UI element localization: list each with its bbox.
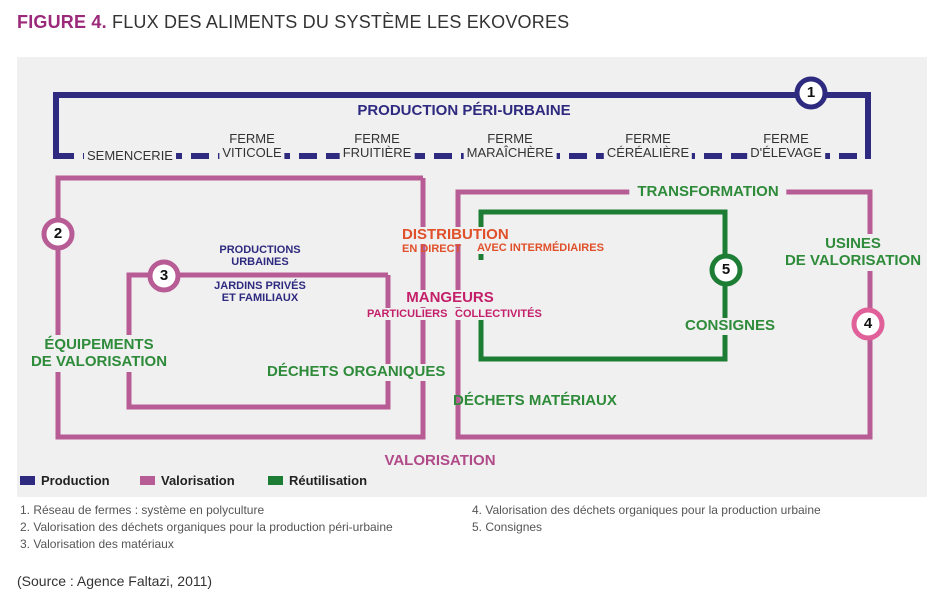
distribution-label: DISTRIBUTION xyxy=(400,226,511,244)
notes-right: 4. Valorisation des déchets organiques p… xyxy=(472,502,821,536)
note-4: 4. Valorisation des déchets organiques p… xyxy=(472,503,821,517)
dechets-organiques-label: DÉCHETS ORGANIQUES xyxy=(265,363,448,381)
farm-semencerie: SEMENCERIE xyxy=(84,148,176,164)
source-citation: (Source : Agence Faltazi, 2011) xyxy=(17,573,213,589)
production-periurbaine-label: PRODUCTION PÉRI-URBAINE xyxy=(357,102,571,119)
note-2: 2. Valorisation des déchets organiques p… xyxy=(20,520,393,534)
marker-4 xyxy=(851,307,885,341)
marker-2-number: 2 xyxy=(53,225,63,242)
usines-label: USINES DE VALORISATION xyxy=(784,234,922,271)
legend-valorisation: Valorisation xyxy=(140,473,235,488)
figure-number: FIGURE 4. xyxy=(17,12,107,32)
notes-left: 1. Réseau de fermes : système en polycul… xyxy=(20,502,393,553)
marker-2 xyxy=(41,217,75,251)
farm-elevage: FERME D'ÉLEVAGE xyxy=(747,131,825,161)
reutilisation-loop xyxy=(478,209,728,362)
valorisation-loop-right xyxy=(455,189,873,440)
figure-caption: FLUX DES ALIMENTS DU SYSTÈME LES EKOVORE… xyxy=(112,12,570,32)
farm-fruitiere: FERME FRUITIÈRE xyxy=(339,131,415,161)
collectivites-label: COLLECTIVITÉS xyxy=(455,308,542,321)
legend-label-reutilisation: Réutilisation xyxy=(289,473,368,488)
legend-swatch-production xyxy=(20,476,35,485)
particuliers-label: PARTICULIERS xyxy=(367,308,448,321)
legend-label-production: Production xyxy=(41,473,110,488)
note-5: 5. Consignes xyxy=(472,520,543,534)
marker-4-number: 4 xyxy=(863,315,873,332)
valorisation-loop-inner xyxy=(126,272,391,410)
note-1: 1. Réseau de fermes : système en polycul… xyxy=(20,503,265,517)
legend-swatch-reutilisation xyxy=(268,476,283,485)
jardins-label: JARDINS PRIVÉS ET FAMILIAUX xyxy=(214,280,306,305)
valorisation-loop-right-top xyxy=(455,189,630,286)
consignes-label: CONSIGNES xyxy=(680,317,780,335)
legend-production: Production xyxy=(20,473,110,488)
valorisation-label: VALORISATION xyxy=(384,452,496,469)
marker-3-number: 3 xyxy=(159,267,169,284)
farm-cerealiere: FERME CÉRÉALIÈRE xyxy=(603,131,693,161)
farm-viticole: FERME VITICOLE xyxy=(219,131,285,161)
farm-maraichere: FERME MARAÎCHÈRE xyxy=(463,131,557,161)
marker-1-number: 1 xyxy=(806,84,816,101)
legend-label-valorisation: Valorisation xyxy=(161,473,235,488)
avec-intermediaires-label: AVEC INTERMÉDIAIRES xyxy=(477,242,604,255)
dechets-materiaux-label: DÉCHETS MATÉRIAUX xyxy=(453,392,617,409)
figure-title: FIGURE 4. FLUX DES ALIMENTS DU SYSTÈME L… xyxy=(17,12,569,33)
marker-1 xyxy=(794,76,828,110)
en-direct-label: EN DIRECT xyxy=(402,243,462,255)
productions-urbaines-label: PRODUCTIONS URBAINES xyxy=(219,244,301,269)
mangeurs-label: MANGEURS xyxy=(402,289,498,307)
note-3: 3. Valorisation des matériaux xyxy=(20,537,174,551)
transformation-label: TRANSFORMATION xyxy=(629,183,787,201)
equipements-label: ÉQUIPEMENTS DE VALORISATION xyxy=(30,335,168,372)
marker-5-number: 5 xyxy=(721,261,731,278)
legend-swatch-valorisation xyxy=(140,476,155,485)
valorisation-loop-left xyxy=(55,175,426,440)
marker-3 xyxy=(147,259,181,293)
marker-5 xyxy=(709,253,743,287)
legend-reutilisation: Réutilisation xyxy=(268,473,367,488)
